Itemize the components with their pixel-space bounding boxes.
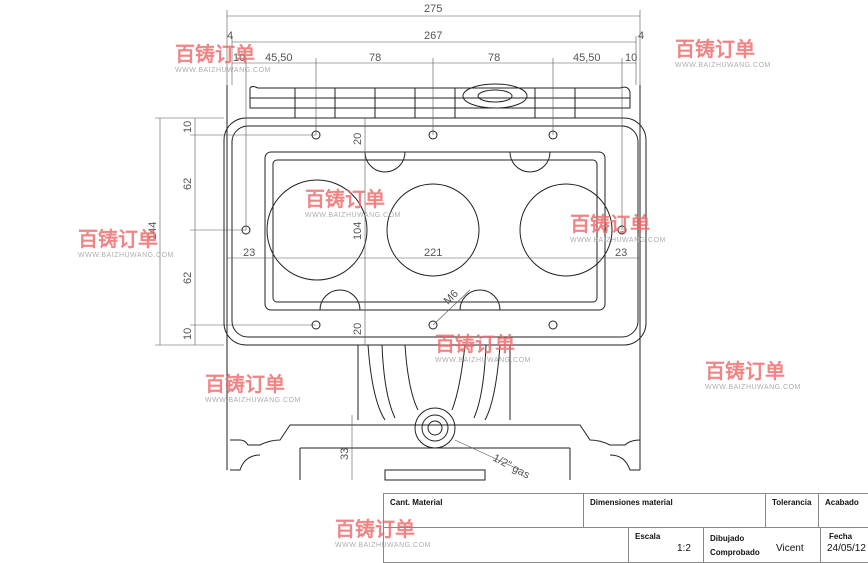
dim-h-0: 23: [243, 247, 255, 259]
dim-top-2: 78: [369, 52, 381, 64]
fecha-value: 24/05/12: [827, 543, 866, 554]
dim-h-1: 221: [424, 247, 442, 259]
dim-center-2: 20: [352, 323, 364, 335]
dim-267: 267: [424, 30, 442, 42]
cell-acabado: Acabado: [818, 493, 868, 528]
dim-left-3: 10: [182, 328, 194, 340]
lower-section: [230, 344, 641, 481]
dim-33: 33: [339, 448, 351, 460]
dim-top-4: 45,50: [573, 52, 601, 64]
dim-4-right: 4: [638, 30, 644, 42]
cell-dimensiones: Dimensiones material: [583, 493, 766, 528]
author: Vicent: [776, 543, 804, 554]
top-ribs: [249, 83, 631, 118]
cell-tolerancia: Tolerancia: [765, 493, 819, 528]
cell-cant-material: Cant. Material: [383, 493, 584, 528]
dim-top-1: 45,50: [265, 52, 293, 64]
dim-144: 144: [147, 222, 159, 240]
dim-center-0: 20: [352, 133, 364, 145]
escala-value: 1:2: [677, 543, 691, 554]
mounting-holes: [241, 130, 627, 330]
thread-label: M6: [442, 288, 461, 307]
cell-blank: [383, 527, 629, 563]
port-label: 1/2" gas: [491, 452, 532, 482]
dim-h-2: 23: [615, 247, 627, 259]
dim-center-1: 104: [352, 222, 364, 240]
dim-4-left: 4: [227, 30, 233, 42]
dim-top-5: 10: [625, 52, 637, 64]
dim-left-1: 62: [182, 178, 194, 190]
dim-top-0: 10: [233, 52, 245, 64]
dim-275: 275: [424, 3, 442, 15]
main-body: [223, 85, 647, 470]
dimension-lines: [155, 10, 641, 480]
dim-left-2: 62: [182, 272, 194, 284]
dim-left-0: 10: [182, 121, 194, 133]
dim-top-3: 78: [488, 52, 500, 64]
